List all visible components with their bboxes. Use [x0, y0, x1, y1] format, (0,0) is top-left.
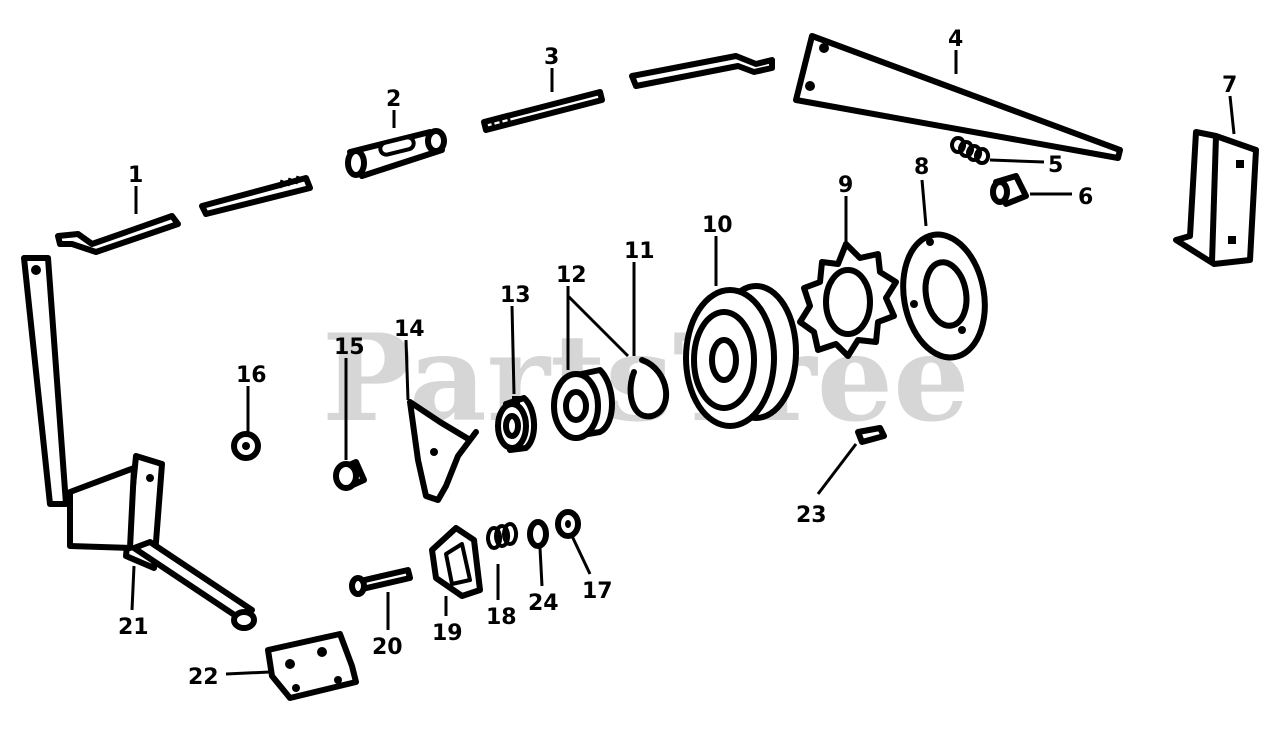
part-2-turnbuckle[interactable] — [345, 128, 447, 179]
callout-16: 16 — [236, 363, 267, 388]
part-6-bushing[interactable] — [990, 173, 1029, 207]
part-12-bearing[interactable] — [551, 367, 615, 441]
part-4-plate[interactable] — [793, 33, 1123, 161]
callout-13: 13 — [500, 283, 531, 308]
callout-7: 7 — [1222, 73, 1237, 98]
callout-3: 3 — [544, 45, 559, 70]
part-bent-rod-upper[interactable] — [629, 53, 775, 89]
callout-18: 18 — [486, 605, 517, 630]
part-7-bracket[interactable] — [1173, 129, 1259, 267]
callout-12: 12 — [556, 263, 587, 288]
part-5-spring[interactable] — [950, 136, 991, 165]
part-20-bolt[interactable] — [349, 567, 413, 597]
callout-labels: 1 2 3 4 5 6 7 8 9 10 11 12 13 14 15 16 1… — [118, 27, 1237, 690]
part-11-snap-ring[interactable] — [627, 357, 670, 420]
part-1-bent-rod[interactable] — [55, 213, 181, 255]
callout-17: 17 — [582, 579, 613, 604]
callout-14: 14 — [394, 317, 425, 342]
part-19-pad[interactable] — [429, 525, 483, 599]
part-18-spring[interactable] — [486, 522, 519, 550]
part-9-sprocket[interactable] — [797, 241, 899, 359]
callout-20: 20 — [372, 635, 403, 660]
part-14-arm[interactable] — [407, 399, 479, 503]
part-threaded-rod[interactable] — [199, 175, 313, 217]
part-24-washer[interactable] — [527, 519, 549, 549]
callout-22: 22 — [188, 665, 219, 690]
callout-10: 10 — [702, 213, 733, 238]
callout-24: 24 — [528, 591, 559, 616]
callout-2: 2 — [386, 87, 401, 112]
callout-23: 23 — [796, 503, 827, 528]
leader-lines — [130, 50, 1236, 676]
callout-6: 6 — [1078, 185, 1093, 210]
callout-1: 1 — [128, 163, 143, 188]
part-16-nut[interactable] — [231, 431, 261, 461]
callout-4: 4 — [948, 27, 963, 52]
part-8-plate[interactable] — [894, 228, 994, 364]
part-15-bushing[interactable] — [333, 459, 367, 491]
callout-5: 5 — [1048, 153, 1063, 178]
callout-21: 21 — [118, 615, 149, 640]
part-13-collar[interactable] — [495, 395, 537, 453]
part-23-pin[interactable] — [855, 425, 887, 445]
part-22-bracket[interactable] — [265, 631, 359, 701]
part-21-lever[interactable] — [21, 255, 257, 631]
part-10-pulley[interactable] — [683, 283, 799, 429]
callout-9: 9 — [838, 173, 853, 198]
callout-11: 11 — [624, 239, 655, 264]
callout-8: 8 — [914, 155, 929, 180]
part-3-threaded-rod[interactable] — [481, 89, 605, 133]
part-17-nut[interactable] — [555, 509, 581, 539]
callout-19: 19 — [432, 621, 463, 646]
callout-15: 15 — [334, 335, 365, 360]
